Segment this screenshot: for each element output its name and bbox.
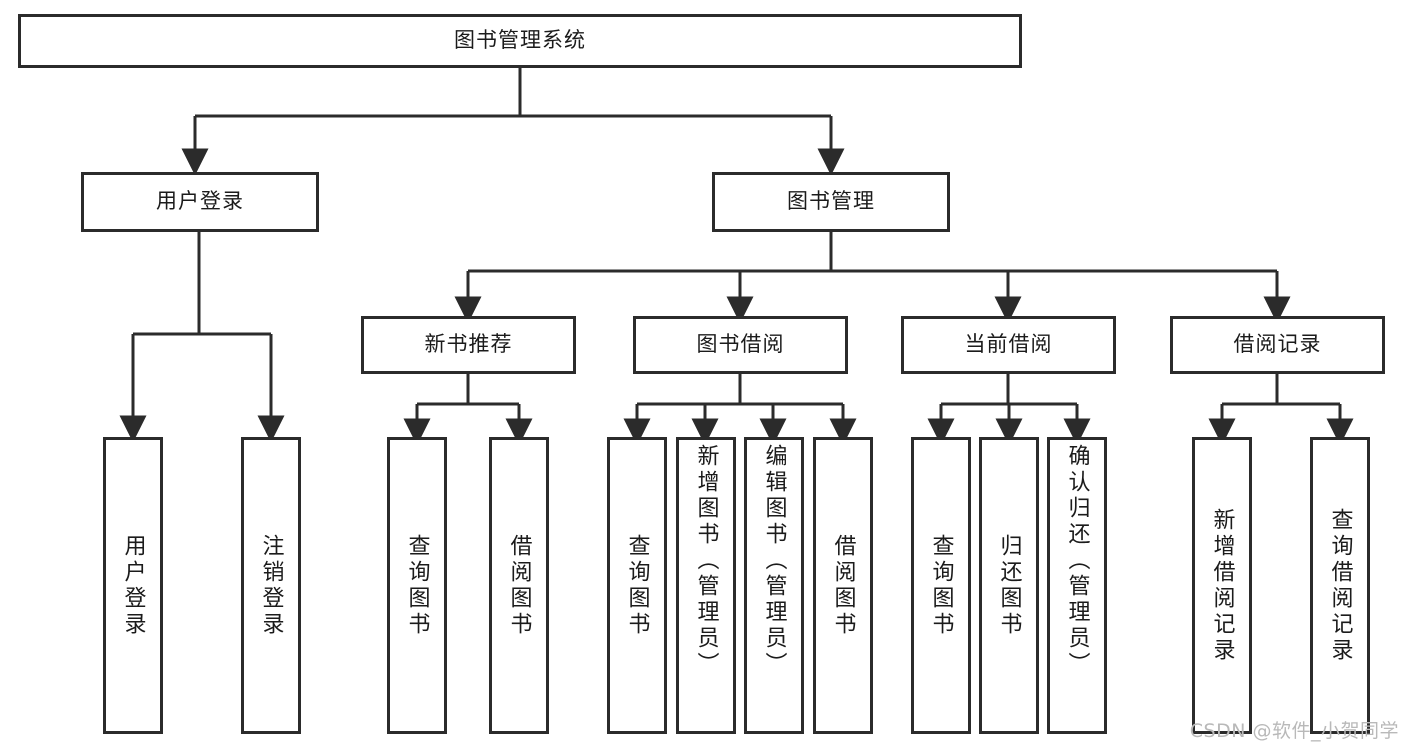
node-label: 注销登录 [258,533,284,638]
node-book-borrow[interactable]: 图书借阅 [633,316,848,374]
leaf-query-book-current[interactable]: 查询图书 [911,437,971,734]
leaf-confirm-return-admin[interactable]: 确认归还（管理员） [1047,437,1107,734]
node-label: 确认归还（管理员） [1064,444,1090,678]
node-book-management[interactable]: 图书管理 [712,172,950,232]
leaf-query-book-new[interactable]: 查询图书 [387,437,447,734]
leaf-add-book-admin[interactable]: 新增图书（管理员） [676,437,736,734]
watermark-text: CSDN @软件_小贺同学 [1189,720,1399,742]
node-root-system[interactable]: 图书管理系统 [18,14,1022,68]
node-current-borrow[interactable]: 当前借阅 [901,316,1116,374]
node-label: 用户登录 [156,189,244,214]
node-label: 借阅记录 [1233,332,1322,357]
node-user-login[interactable]: 用户登录 [81,172,319,232]
leaf-query-borrow-record[interactable]: 查询借阅记录 [1310,437,1370,734]
node-label: 图书管理 [787,189,875,214]
leaf-borrow-book-new[interactable]: 借阅图书 [489,437,549,734]
node-label: 新增图书（管理员） [693,444,719,678]
node-label: 新增借阅记录 [1209,507,1235,664]
leaf-borrow-book[interactable]: 借阅图书 [813,437,873,734]
node-label: 图书借阅 [696,332,785,357]
leaf-return-book[interactable]: 归还图书 [979,437,1039,734]
node-label: 编辑图书（管理员） [761,444,787,678]
node-label: 归还图书 [996,533,1022,638]
node-label: 查询图书 [624,533,650,638]
node-label: 借阅图书 [506,533,532,638]
node-label: 查询图书 [404,533,430,638]
node-label: 新书推荐 [424,332,513,357]
leaf-edit-book-admin[interactable]: 编辑图书（管理员） [744,437,804,734]
node-label: 当前借阅 [964,332,1053,357]
node-borrow-record[interactable]: 借阅记录 [1170,316,1385,374]
node-label: 图书管理系统 [454,28,586,53]
leaf-add-borrow-record[interactable]: 新增借阅记录 [1192,437,1252,734]
leaf-user-login[interactable]: 用户登录 [103,437,163,734]
node-label: 用户登录 [120,533,146,638]
node-new-book-recommend[interactable]: 新书推荐 [361,316,576,374]
node-label: 借阅图书 [830,533,856,638]
leaf-logout[interactable]: 注销登录 [241,437,301,734]
node-label: 查询图书 [928,533,954,638]
leaf-query-book-borrow[interactable]: 查询图书 [607,437,667,734]
node-label: 查询借阅记录 [1327,507,1353,664]
